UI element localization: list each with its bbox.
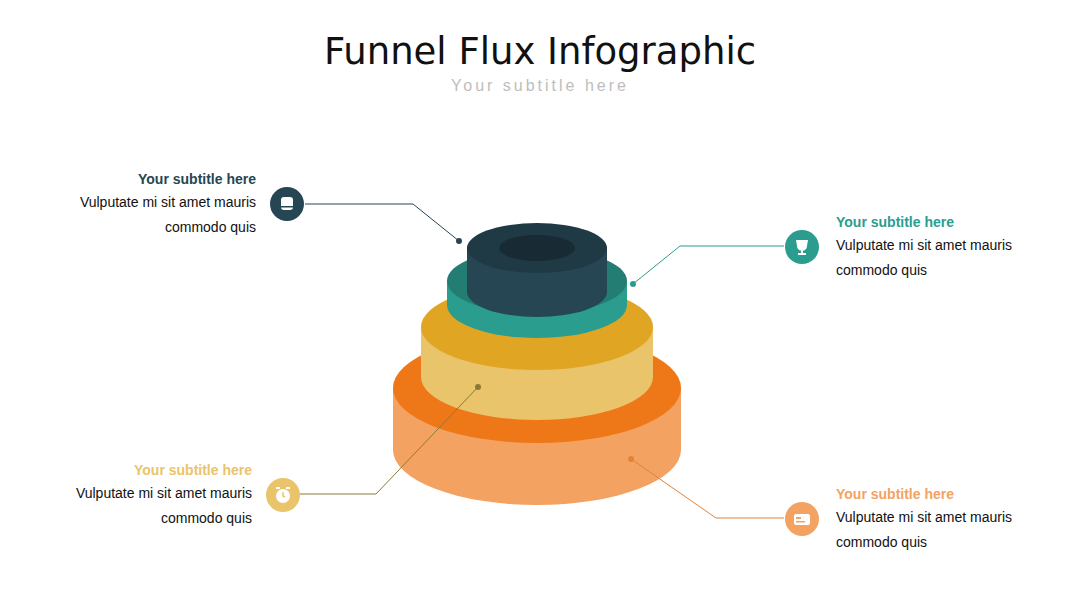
icon-glyph xyxy=(796,240,808,255)
icon-badge xyxy=(269,186,305,222)
callout-heading: Your subtitle here xyxy=(836,211,1041,233)
icon-badge xyxy=(265,477,301,513)
callout-body: Vulputate mi sit amet mauris commodo qui… xyxy=(47,481,252,531)
callout-body: Vulputate mi sit amet mauris commodo qui… xyxy=(836,233,1041,283)
callout: Your subtitle hereVulputate mi sit amet … xyxy=(784,211,1044,301)
subtitle: Your subtitle here xyxy=(0,77,1080,95)
callout: Your subtitle hereVulputate mi sit amet … xyxy=(784,483,1044,573)
icon-circle xyxy=(270,187,304,221)
leader-dot xyxy=(628,456,634,462)
leader-line xyxy=(633,246,784,284)
leader-dot xyxy=(456,238,462,244)
callout: Your subtitle hereVulputate mi sit amet … xyxy=(47,459,307,549)
callout-heading: Your subtitle here xyxy=(47,459,252,481)
leader-line xyxy=(300,387,478,494)
callout-body: Vulputate mi sit amet mauris commodo qui… xyxy=(51,190,256,240)
funnel-hole xyxy=(499,235,575,261)
icon-circle xyxy=(785,230,819,264)
icon-glyph xyxy=(794,514,810,525)
callout-heading: Your subtitle here xyxy=(836,483,1041,505)
title: Funnel Flux Infographic xyxy=(0,30,1080,73)
icon-glyph xyxy=(276,487,290,503)
callout-body: Vulputate mi sit amet mauris commodo qui… xyxy=(836,505,1041,555)
callout-heading: Your subtitle here xyxy=(51,168,256,190)
icon-circle xyxy=(266,478,300,512)
leader-line xyxy=(305,204,459,241)
callout: Your subtitle hereVulputate mi sit amet … xyxy=(51,168,311,258)
icon-badge xyxy=(784,229,820,265)
icon-badge xyxy=(784,501,820,537)
leader-dot xyxy=(630,281,636,287)
icon-circle xyxy=(785,502,819,536)
funnel-layer-top xyxy=(467,223,607,273)
leader-line xyxy=(631,459,784,518)
icon-glyph xyxy=(281,197,293,210)
leader-dot xyxy=(475,384,481,390)
